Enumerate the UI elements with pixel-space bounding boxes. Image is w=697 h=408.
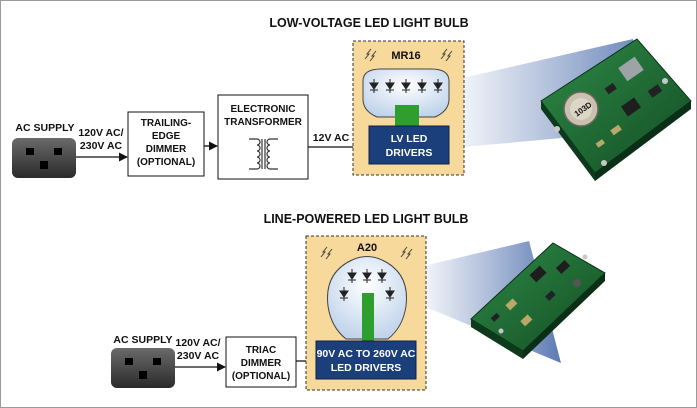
line-driver-board-image [470,242,606,359]
top-supply-label: AC SUPPLY [15,122,74,134]
top-light-left-icon [364,48,377,62]
line-driver-line-1: 90V AC TO 260V AC [317,348,416,360]
bottom-ac-outlet-icon [111,348,175,388]
bottom-title: LINE-POWERED LED LIGHT BULB [264,212,469,226]
top-dimmer-box [127,111,205,177]
line-driver-line-2: LED DRIVERS [331,362,402,374]
top-dimmer-line-3: DIMMER [146,144,187,155]
top-voltage-label-1: 120V AC/ [78,127,123,139]
a20-led-array-icon [339,269,395,301]
mr16-led-array-icon [369,79,443,93]
top-light-right-icon [440,48,453,62]
bottom-dimmer-line-2: DIMMER [241,358,282,369]
bottom-voltage-label-2: 230V AC [177,350,220,362]
top-section: LOW-VOLTAGE LED LIGHT BULB AC SUPPLY 120… [12,16,692,181]
bottom-voltage-label-1: 120V AC/ [175,337,220,349]
line-driver-box [315,340,417,380]
top-title: LOW-VOLTAGE LED LIGHT BULB [269,16,468,30]
bottom-dimmer-line-1: TRIAC [246,345,277,356]
top-dimmer-line-4: (OPTIONAL) [137,157,195,168]
top-transformer-line-2: TRANSFORMER [224,117,303,128]
lv-driver-line-2: DRIVERS [386,147,433,159]
bottom-dimmer-line-3: (OPTIONAL) [232,371,290,382]
lv-driver-board-image: 103D [540,38,692,181]
top-transformer-line-1: ELECTRONIC [231,104,296,115]
top-dimmer-line-2: EDGE [152,131,181,142]
lv-driver-box [368,125,450,165]
a20-label: A20 [357,242,377,254]
mr16-led-stem [395,105,419,127]
transformer-icon [249,138,278,170]
bottom-light-left-icon [320,246,333,260]
bottom-light-right-icon [400,246,413,260]
mr16-label: MR16 [391,50,420,62]
top-ac-outlet-icon [12,138,76,178]
a20-led-stem [362,293,374,341]
top-output-label: 12V AC [313,132,350,144]
bottom-supply-label: AC SUPPLY [113,334,172,346]
top-voltage-label-2: 230V AC [80,140,123,152]
bottom-section: LINE-POWERED LED LIGHT BULB AC SUPPLY 12… [111,212,606,391]
top-dimmer-line-1: TRAILING- [141,118,192,129]
lv-driver-line-1: LV LED [391,133,428,145]
bottom-dimmer-box [225,336,297,388]
top-transformer-box [217,94,309,180]
